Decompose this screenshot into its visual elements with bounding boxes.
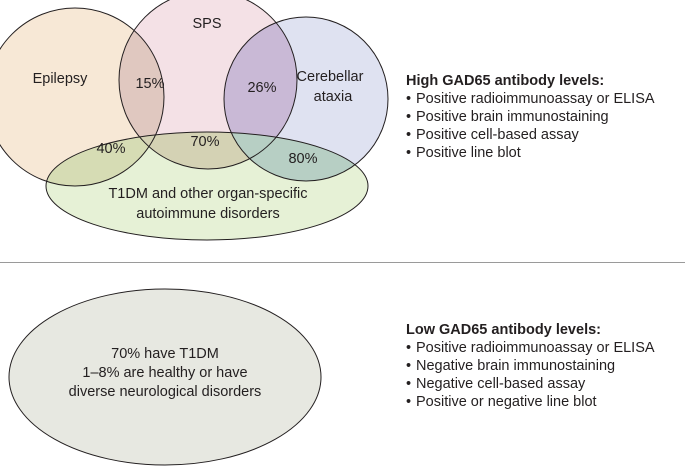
list-item: Negative brain immunostaining: [406, 357, 655, 375]
cerebellar-outline: [223, 16, 389, 182]
low-ellipse-line-2: 1–8% are healthy or have: [82, 365, 247, 381]
list-item: Positive line blot: [406, 144, 655, 162]
low-ellipse-line-3: diverse neurological disorders: [69, 384, 262, 400]
overlap-label-epilepsy-t1dm: 40%: [96, 141, 125, 157]
low-level-panel: Low GAD65 antibody levels: Positive radi…: [406, 321, 655, 411]
t1dm-label: T1DM and other organ-specific: [108, 186, 307, 202]
overlap-label-sps-cerebellar: 26%: [247, 80, 276, 96]
sps-label: SPS: [192, 16, 221, 32]
high-level-bullets: Positive radioimmunoassay or ELISA Posit…: [406, 90, 655, 162]
list-item: Positive radioimmunoassay or ELISA: [406, 339, 655, 357]
low-level-bullets: Positive radioimmunoassay or ELISA Negat…: [406, 339, 655, 411]
low-level-ellipse: [8, 288, 322, 466]
overlap-epilepsy-t1dm: [46, 132, 164, 186]
list-item: Positive cell-based assay: [406, 126, 655, 144]
list-item: Negative cell-based assay: [406, 375, 655, 393]
sps-outline: [118, 0, 298, 170]
cerebellar-label: Cerebellar: [297, 69, 364, 85]
overlap-label-epilepsy-sps: 15%: [135, 76, 164, 92]
overlap-label-sps-t1dm: 70%: [190, 134, 219, 150]
list-item: Positive or negative line blot: [406, 393, 655, 411]
high-level-panel: High GAD65 antibody levels: Positive rad…: [406, 72, 655, 162]
t1dm-outline: [45, 131, 369, 241]
low-ellipse-line-1: 70% have T1DM: [111, 346, 219, 362]
high-level-title: High GAD65 antibody levels:: [406, 73, 605, 89]
overlap-label-cerebellar-t1dm: 80%: [288, 151, 317, 167]
t1dm-label-line2: autoimmune disorders: [136, 206, 279, 222]
list-item: Positive brain immunostaining: [406, 108, 655, 126]
epilepsy-outline: [0, 7, 165, 187]
epilepsy-label: Epilepsy: [33, 71, 89, 87]
cerebellar-label-line2: ataxia: [314, 89, 354, 105]
list-item: Positive radioimmunoassay or ELISA: [406, 90, 655, 108]
low-level-title: Low GAD65 antibody levels:: [406, 322, 601, 338]
panel-divider: [0, 262, 685, 263]
